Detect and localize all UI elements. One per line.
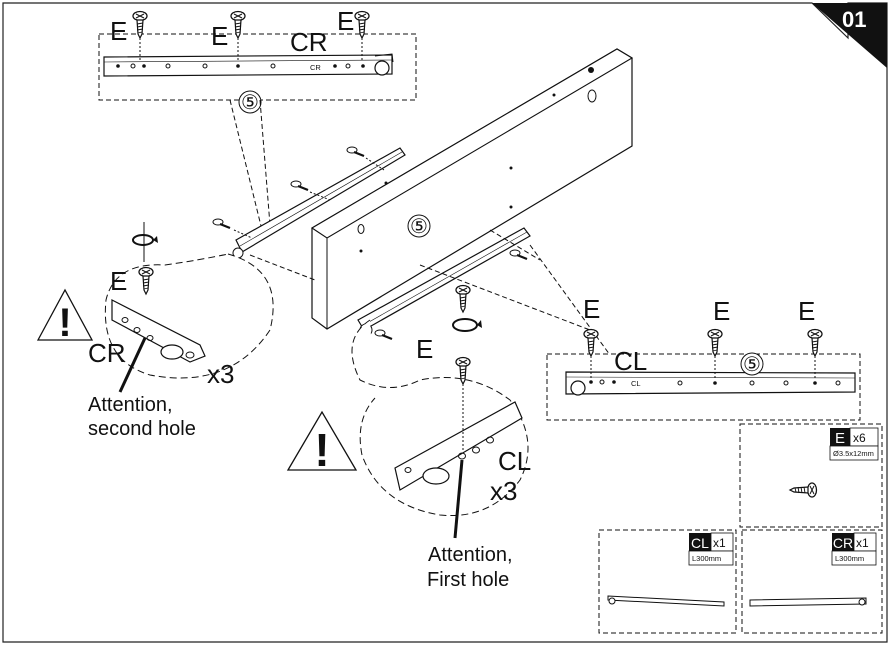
screw-icon	[211, 217, 232, 230]
screw-label-e: E	[416, 334, 433, 364]
screw-icon	[455, 284, 471, 313]
rail-cr-icon	[749, 597, 867, 607]
quantity-x3: x3	[207, 359, 234, 389]
part-qty-cr: x1	[856, 536, 869, 550]
cr-rail-detail-box	[98, 33, 417, 101]
screw-label-e: E	[110, 266, 127, 296]
screw-label-e: E	[337, 6, 354, 36]
screw-icon	[807, 328, 823, 357]
screw-icon	[373, 328, 394, 341]
rotate-arrow-icon	[452, 318, 482, 332]
rail-label-cl: CL	[498, 446, 531, 476]
rail-label-cl: CL	[614, 346, 647, 376]
quantity-x3: x3	[490, 476, 517, 506]
screw-icon	[230, 10, 246, 39]
rail-cl-icon	[607, 595, 725, 607]
screw-label-e: E	[583, 294, 600, 324]
part-spec-e: Ø3.5x12mm	[833, 449, 874, 458]
part-number-label: ⑤	[410, 216, 428, 238]
part-code-cl: CL	[691, 535, 709, 551]
cl-rail-marking: CL	[631, 379, 641, 388]
step-number: 01	[842, 7, 866, 32]
warning-icon	[36, 288, 94, 341]
screw-label-e: E	[211, 21, 228, 51]
attention-note-first: Attention,	[428, 544, 513, 566]
screw-icon	[583, 328, 599, 357]
rail-closeup-left	[111, 299, 206, 363]
screw-icon	[289, 179, 310, 192]
attention-note-second: Attention,	[88, 394, 173, 416]
part-box-cr	[741, 529, 883, 634]
screw-label-e: E	[713, 296, 730, 326]
drawer-panel	[310, 48, 634, 330]
screw-icon	[707, 328, 723, 357]
zoom-detail-right	[351, 319, 529, 517]
cr-rail-detail	[103, 53, 394, 77]
cr-rail-marking: CR	[310, 63, 321, 72]
cl-rail-detail	[565, 371, 856, 396]
part-qty-cl: x1	[713, 536, 726, 550]
warning-mark: !	[58, 301, 71, 345]
part-qty-e: x6	[853, 431, 866, 445]
attention-note-first: First hole	[427, 569, 509, 591]
attention-note-second: second hole	[88, 418, 196, 440]
cl-rail-detail-box	[546, 353, 861, 421]
part-code-e: E	[835, 430, 845, 447]
part-spec-cl: L300mm	[692, 554, 721, 563]
part-code-cr: CR	[833, 535, 853, 551]
rail-label-cr: CR	[88, 338, 126, 368]
screw-label-e: E	[110, 16, 127, 46]
part-number-label: ⑤	[743, 354, 761, 376]
screw-label-e: E	[798, 296, 815, 326]
screw-icon	[345, 145, 366, 158]
part-spec-cr: L300mm	[835, 554, 864, 563]
warning-icon	[286, 410, 358, 471]
screw-icon	[508, 248, 529, 261]
screw-icon	[789, 482, 818, 498]
rail-label-cr: CR	[290, 27, 328, 57]
rotate-arrow-icon	[132, 234, 158, 246]
part-box-e	[739, 423, 883, 528]
part-box-cl	[598, 529, 737, 634]
part-number-label: ⑤	[241, 92, 259, 114]
step-badge	[812, 3, 887, 68]
warning-mark: !	[314, 424, 329, 476]
rail-closeup-right	[394, 401, 523, 491]
